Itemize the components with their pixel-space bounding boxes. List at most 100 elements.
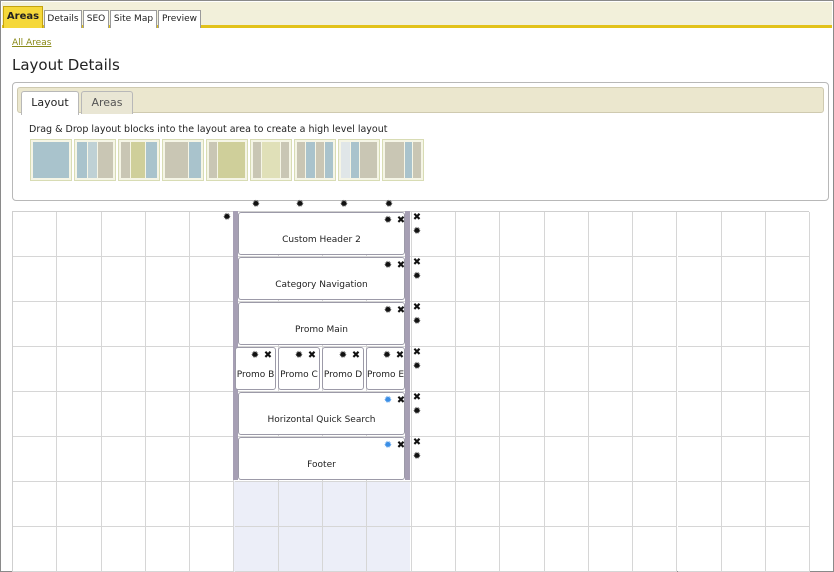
grid-cell[interactable] xyxy=(367,302,412,347)
grid-cell[interactable] xyxy=(145,437,191,482)
grid-cell[interactable] xyxy=(57,437,102,482)
grid-cell[interactable] xyxy=(101,212,146,257)
grid-cell[interactable] xyxy=(367,482,412,527)
grid-cell[interactable] xyxy=(633,482,678,527)
grid-cell[interactable] xyxy=(588,527,634,572)
grid-cell[interactable] xyxy=(57,392,102,437)
block-promo-d[interactable]: Promo D ✹ ✖ xyxy=(322,347,364,390)
grid-cell[interactable] xyxy=(145,302,191,347)
grid-cell[interactable] xyxy=(234,527,279,572)
grid-cell[interactable] xyxy=(721,527,767,572)
grid-cell[interactable] xyxy=(721,437,767,482)
grid-cell[interactable] xyxy=(456,392,501,437)
tab-areas[interactable]: Areas xyxy=(3,6,43,28)
block-promo-e[interactable]: Promo E ✹ ✖ xyxy=(366,347,405,390)
grid-cell[interactable] xyxy=(456,347,501,392)
gear-icon[interactable]: ✹ xyxy=(412,406,422,417)
preset-olive[interactable] xyxy=(206,139,248,181)
grid-cell[interactable] xyxy=(766,392,811,437)
grid-cell[interactable] xyxy=(500,347,545,392)
close-icon[interactable]: ✖ xyxy=(396,215,406,226)
grid-cell[interactable] xyxy=(57,482,102,527)
grid-cell[interactable] xyxy=(677,212,722,257)
close-icon[interactable]: ✖ xyxy=(396,440,406,451)
grid-cell[interactable] xyxy=(500,212,545,257)
grid-cell[interactable] xyxy=(411,437,456,482)
grid-cell[interactable] xyxy=(677,527,722,572)
preset-single-column[interactable] xyxy=(30,139,72,181)
grid-cell[interactable] xyxy=(13,347,58,392)
close-icon[interactable]: ✖ xyxy=(396,305,406,316)
grid-cell[interactable] xyxy=(13,212,58,257)
gear-icon[interactable]: ✹ xyxy=(383,215,393,226)
grid-cell[interactable] xyxy=(411,527,456,572)
gear-icon[interactable]: ✹ xyxy=(383,440,393,451)
gear-icon[interactable]: ✹ xyxy=(383,305,393,316)
preset-narrow-wide[interactable] xyxy=(74,139,116,181)
grid-cell[interactable] xyxy=(456,302,501,347)
grid-cell[interactable] xyxy=(323,482,368,527)
block-custom-header[interactable]: Custom Header 2 ✹ ✖ xyxy=(238,212,405,255)
grid-cell[interactable] xyxy=(101,437,146,482)
grid-cell[interactable] xyxy=(544,257,589,302)
layout-grid[interactable] xyxy=(12,211,811,572)
grid-cell[interactable] xyxy=(101,302,146,347)
grid-cell[interactable] xyxy=(13,437,58,482)
grid-cell[interactable] xyxy=(588,392,634,437)
grid-cell[interactable] xyxy=(766,257,811,302)
preset-gray-split[interactable] xyxy=(382,139,424,181)
close-icon[interactable]: ✖ xyxy=(412,392,422,403)
grid-cell[interactable] xyxy=(456,257,501,302)
tab-preview[interactable]: Preview xyxy=(158,10,201,28)
grid-cell[interactable] xyxy=(101,257,146,302)
block-promo-main[interactable]: Promo Main ✹ ✖ xyxy=(238,302,405,345)
grid-cell[interactable] xyxy=(367,392,412,437)
panel-tab-areas[interactable]: Areas xyxy=(81,91,133,114)
gear-icon[interactable]: ✹ xyxy=(339,199,349,210)
grid-cell[interactable] xyxy=(190,392,235,437)
grid-cell[interactable] xyxy=(101,392,146,437)
tab-site-map[interactable]: Site Map xyxy=(110,10,157,28)
grid-cell[interactable] xyxy=(411,347,456,392)
gear-icon[interactable]: ✹ xyxy=(412,451,422,462)
grid-cell[interactable] xyxy=(677,347,722,392)
preset-gray-blue[interactable] xyxy=(162,139,204,181)
close-icon[interactable]: ✖ xyxy=(412,257,422,268)
grid-cell[interactable] xyxy=(367,347,412,392)
gear-icon[interactable]: ✹ xyxy=(412,226,422,237)
grid-cell[interactable] xyxy=(721,257,767,302)
gear-icon[interactable]: ✹ xyxy=(383,395,393,406)
grid-cell[interactable] xyxy=(411,212,456,257)
block-footer[interactable]: Footer ✹ ✖ xyxy=(238,437,405,480)
grid-cell[interactable] xyxy=(721,212,767,257)
grid-cell[interactable] xyxy=(588,347,634,392)
grid-cell[interactable] xyxy=(456,527,501,572)
grid-cell[interactable] xyxy=(588,212,634,257)
grid-cell[interactable] xyxy=(633,392,678,437)
gear-icon[interactable]: ✹ xyxy=(250,350,260,361)
grid-cell[interactable] xyxy=(677,257,722,302)
grid-cell[interactable] xyxy=(145,347,191,392)
grid-cell[interactable] xyxy=(544,302,589,347)
close-icon[interactable]: ✖ xyxy=(412,347,422,358)
grid-cell[interactable] xyxy=(544,347,589,392)
grid-cell[interactable] xyxy=(721,347,767,392)
grid-cell[interactable] xyxy=(500,392,545,437)
grid-cell[interactable] xyxy=(677,302,722,347)
close-icon[interactable]: ✖ xyxy=(351,350,361,361)
grid-cell[interactable] xyxy=(500,302,545,347)
grid-cell[interactable] xyxy=(57,527,102,572)
grid-cell[interactable] xyxy=(13,257,58,302)
tab-seo[interactable]: SEO xyxy=(83,10,109,28)
grid-cell[interactable] xyxy=(57,347,102,392)
grid-cell[interactable] xyxy=(766,212,811,257)
preset-wide-narrow[interactable] xyxy=(118,139,160,181)
grid-cell[interactable] xyxy=(588,257,634,302)
block-horizontal-quick-search[interactable]: Horizontal Quick Search ✹ ✖ xyxy=(238,392,405,435)
grid-cell[interactable] xyxy=(633,302,678,347)
grid-cell[interactable] xyxy=(411,302,456,347)
grid-cell[interactable] xyxy=(411,392,456,437)
preset-four-column[interactable] xyxy=(294,139,336,181)
gear-icon[interactable]: ✹ xyxy=(294,350,304,361)
block-promo-c[interactable]: Promo C ✹ ✖ xyxy=(278,347,320,390)
